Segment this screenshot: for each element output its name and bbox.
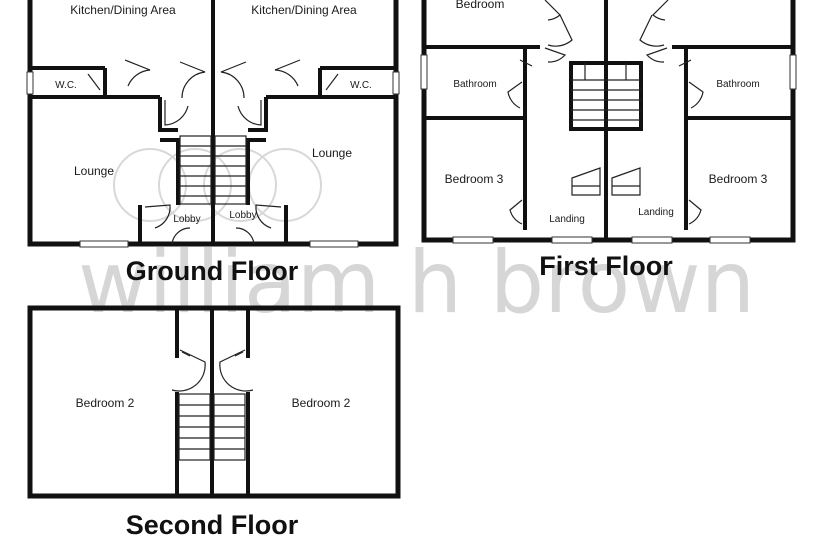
room-label-bathroom-left: Bathroom (453, 79, 496, 90)
first-floor-plan: Bedroom Bathroom Bathroom Bedroom 3 Bedr… (420, 0, 797, 281)
room-label-lobby-right: Lobby (229, 210, 256, 221)
second-floor-plan: Bedroom 2 Bedroom 2 Second Floor (27, 305, 401, 540)
floor-title-ground: Ground Floor (126, 256, 299, 286)
room-label-kitchen-right: Kitchen/Dining Area (251, 3, 357, 17)
room-label-bedroom3-left: Bedroom 3 (445, 172, 504, 186)
floor-title-second: Second Floor (126, 510, 299, 540)
room-label-wc-right: W.C. (350, 80, 372, 91)
room-label-bedroom3-right: Bedroom 3 (709, 172, 768, 186)
room-label-landing-left: Landing (549, 214, 585, 225)
room-label-wc-left: W.C. (55, 80, 77, 91)
room-label-bedroom2-right: Bedroom 2 (292, 396, 351, 410)
room-label-lobby-left: Lobby (173, 214, 200, 225)
ground-floor-plan: Kitchen/Dining Area Kitchen/Dining Area … (26, 0, 400, 286)
room-label-bedroom-left: Bedroom (456, 0, 505, 11)
room-label-bathroom-right: Bathroom (716, 79, 759, 90)
room-label-lounge-left: Lounge (74, 164, 114, 178)
room-label-bedroom2-left: Bedroom 2 (76, 396, 135, 410)
room-label-landing-right: Landing (638, 207, 674, 218)
room-label-lounge-right: Lounge (312, 146, 352, 160)
floor-title-first: First Floor (539, 251, 673, 281)
room-label-kitchen-left: Kitchen/Dining Area (70, 3, 176, 17)
watermark-text: william h brown (78, 233, 755, 333)
